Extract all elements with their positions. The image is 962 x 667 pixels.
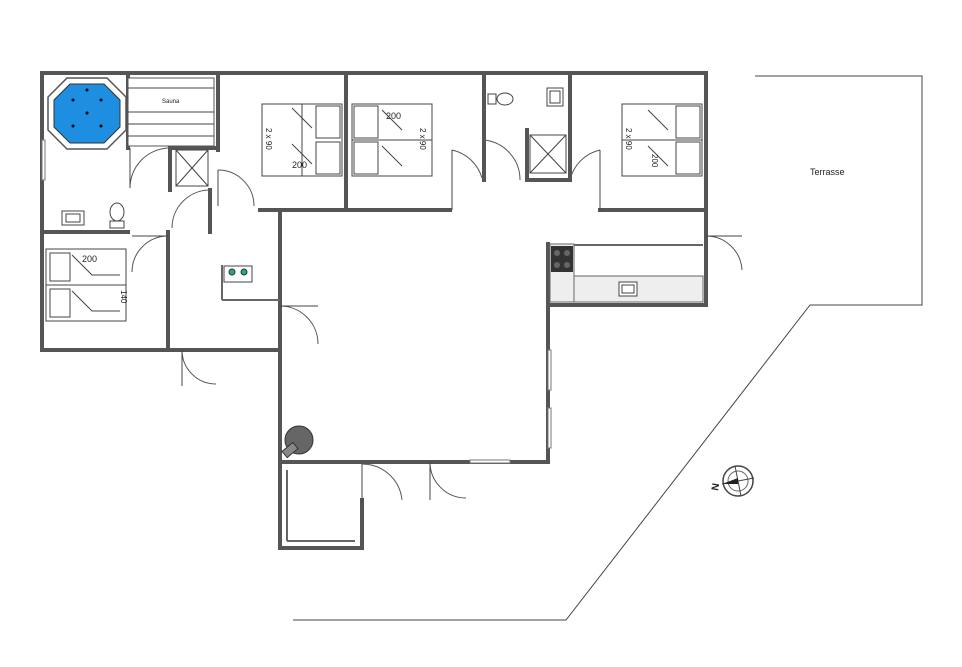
bed-br4-width: 2 x 90	[624, 128, 633, 150]
toilet-icon	[109, 202, 125, 229]
sink-icon-bath2	[546, 87, 564, 107]
bed-icon-br3: 200 2 x 90	[351, 103, 433, 177]
terrace: Terrasse	[293, 75, 923, 621]
compass-icon: N	[710, 465, 755, 497]
toilet-icon-2	[487, 92, 514, 106]
shower-icon	[175, 149, 209, 187]
windows	[41, 139, 552, 464]
terrace-label: Terrasse	[810, 167, 845, 177]
washer-icon	[223, 265, 253, 283]
sink-icon	[618, 281, 638, 297]
bed-br3-width: 2 x 90	[418, 128, 427, 150]
fireplace-icon	[281, 425, 314, 459]
sauna: Sauna	[127, 77, 215, 147]
bed-br4-len: 200	[650, 154, 659, 168]
walls	[40, 71, 708, 550]
bed-icon-br1: 200 140	[45, 248, 128, 322]
sink-icon-bath1	[61, 210, 85, 226]
bed-br1-width: 140	[119, 290, 128, 304]
bed-br3-len: 200	[386, 111, 401, 121]
stove-icon	[551, 246, 573, 272]
bed-icon-br4: 2 x 90 200	[621, 103, 703, 177]
shower-icon-2	[529, 134, 567, 174]
whirlpool-icon	[47, 77, 127, 150]
bed-icon-br2: 2 x 90 200	[261, 103, 343, 177]
sauna-label: Sauna	[162, 99, 180, 105]
bed-br1-len: 200	[82, 254, 97, 264]
compass-n-label: N	[710, 482, 722, 491]
kitchen-counter	[549, 243, 704, 303]
doors	[129, 139, 743, 502]
bed-br2-len: 200	[292, 160, 307, 170]
bed-br2-width: 2 x 90	[264, 128, 273, 150]
